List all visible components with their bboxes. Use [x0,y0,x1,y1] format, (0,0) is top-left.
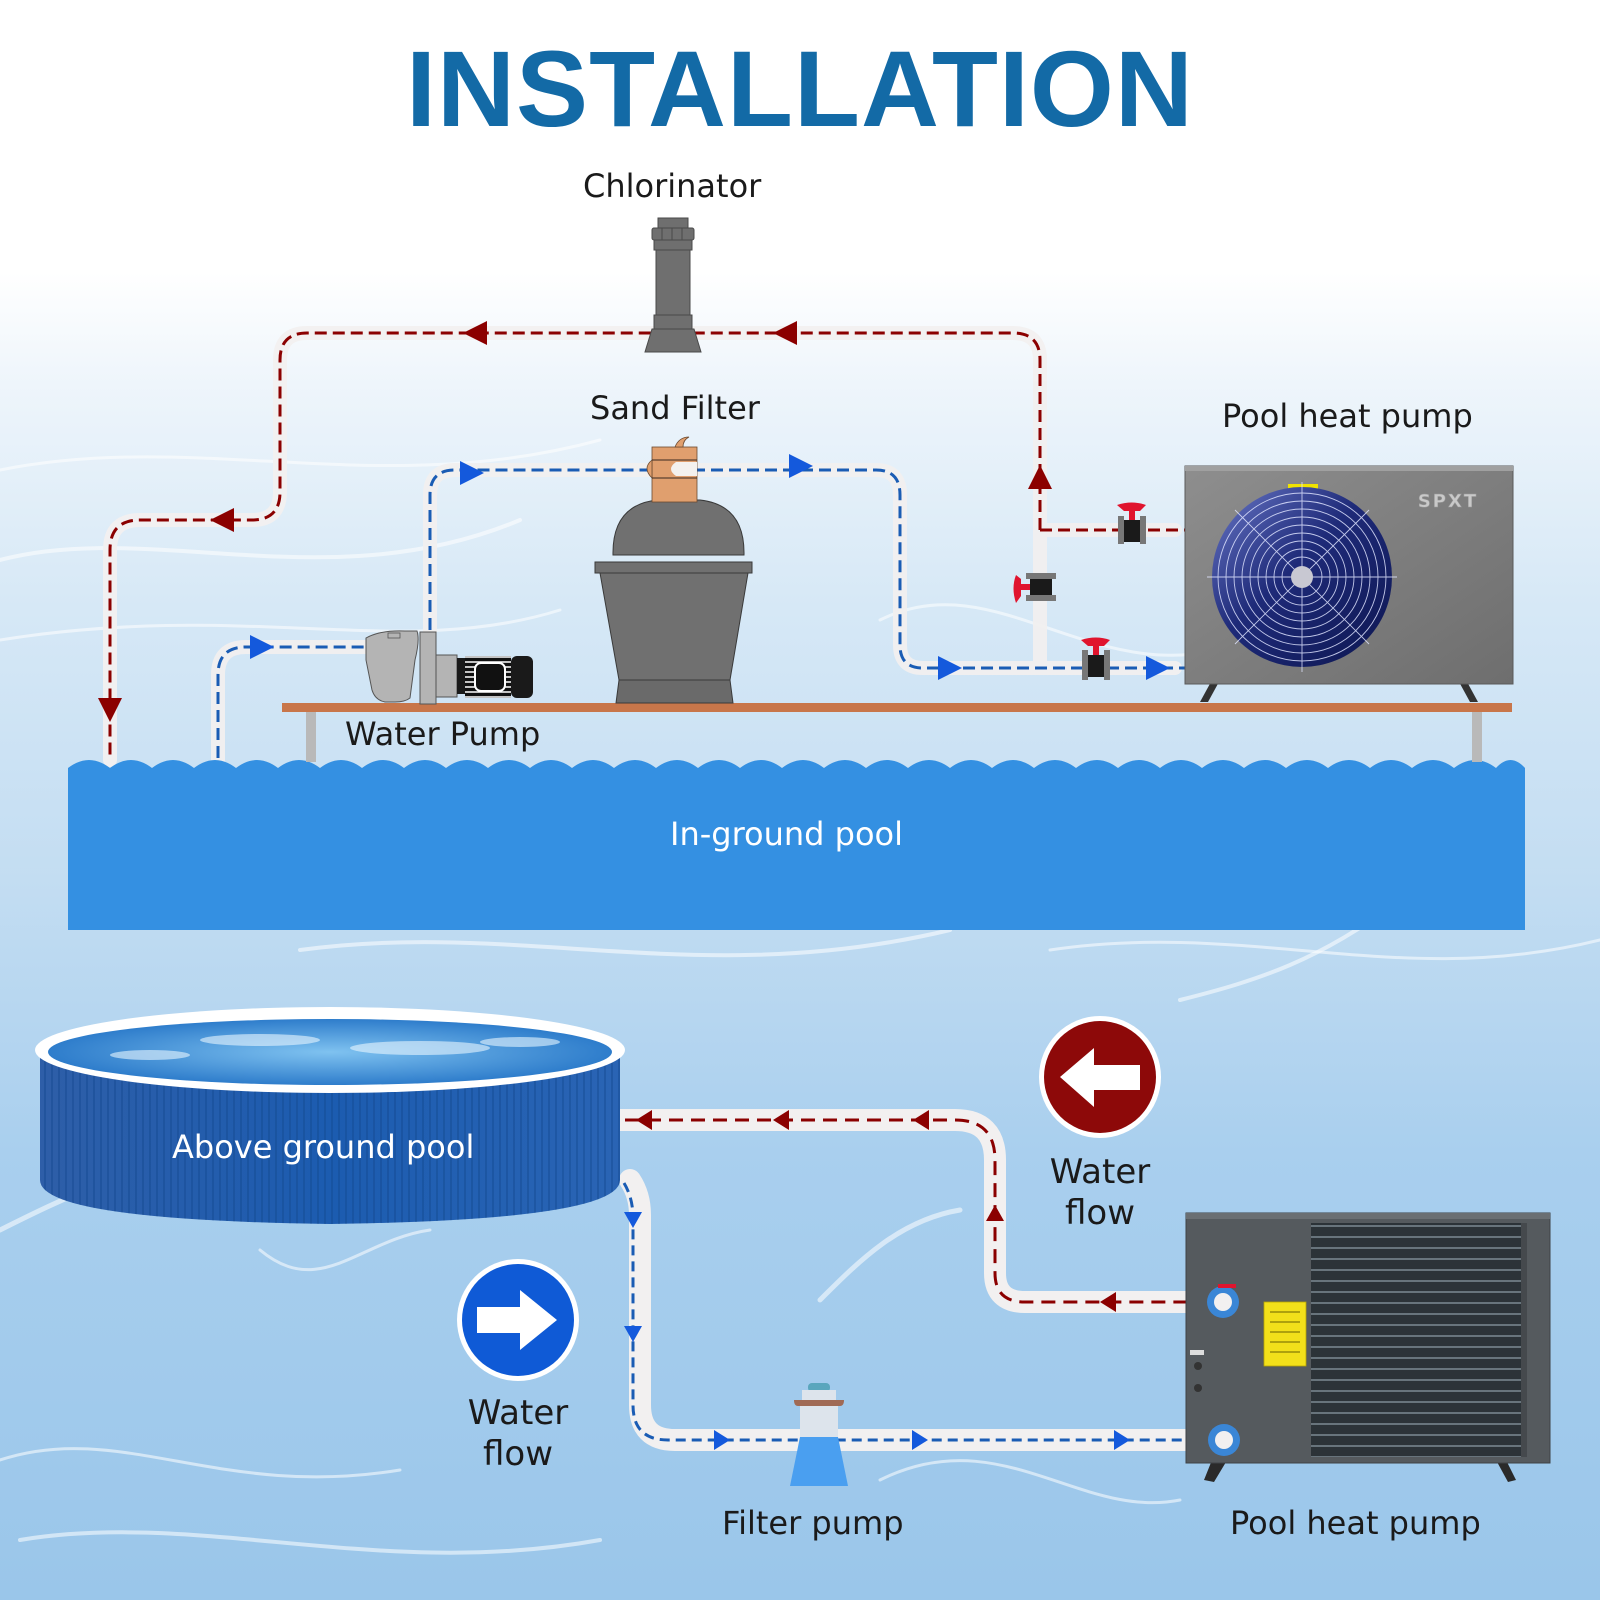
sand-filter-icon [594,436,753,704]
pool-heat-pump-label-top: Pool heat pump [1222,397,1473,435]
arrow-right-icon [912,1430,928,1450]
pool-heat-pump-top-icon: SPXT [1184,465,1514,702]
water-flow-right-line1: Water [467,1393,569,1433]
arrow-down-icon [624,1326,642,1342]
arrow-right-icon [789,454,813,478]
arrow-left-icon [1060,1048,1140,1107]
valve-icon [1081,637,1110,680]
return-flow-line-in-ground [108,331,1185,758]
arrow-down-icon [98,698,122,722]
supply-flow-line-in-ground [216,468,1185,758]
water-flow-left-label: Water flow [1050,1152,1151,1234]
arrow-left-icon [636,1110,652,1130]
pool-heat-pump-bottom-icon [1185,1212,1551,1482]
above-ground-pool-label: Above ground pool [172,1128,475,1166]
water-flow-left-line1: Water [1049,1152,1151,1192]
return-flow-arrows-above-ground [636,1110,1116,1312]
filter-pump-icon [790,1383,848,1486]
water-flow-right-line2: flow [482,1433,554,1474]
sand-filter-label: Sand Filter [590,389,760,427]
arrow-left-icon [1100,1292,1116,1312]
arrow-right-icon [714,1430,730,1450]
valve-icon [1013,573,1056,603]
brand-logo: SPXT [1418,491,1478,512]
equipment-platform [282,703,1512,762]
chlorinator-label: Chlorinator [583,167,762,205]
arrow-right-icon [460,461,484,485]
water-pump-icon [365,630,533,705]
arrow-left-icon [210,508,234,532]
supply-flow-arrows [250,454,1170,680]
arrow-left-icon [773,1110,789,1130]
in-ground-pool [68,760,1525,930]
filter-pump-label: Filter pump [722,1504,904,1542]
arrow-down-icon [624,1212,642,1228]
arrow-right-icon [938,656,962,680]
page-title: INSTALLATION [406,28,1194,149]
valve-icon [1117,502,1146,544]
arrow-up-icon [986,1205,1004,1221]
water-flow-left-line2: flow [1064,1192,1136,1233]
arrow-left-icon [463,321,487,345]
arrow-right-icon [477,1290,557,1350]
water-flow-right-label: Water flow [468,1393,569,1475]
water-flow-right-legend [457,1259,579,1381]
in-ground-pool-label: In-ground pool [670,815,904,853]
arrow-right-icon [1146,656,1170,680]
pool-heat-pump-label-bottom: Pool heat pump [1230,1504,1481,1542]
water-flow-left-legend [1039,1016,1161,1138]
arrow-up-icon [1028,465,1052,489]
return-flow-arrows [98,321,1052,722]
supply-flow-arrows-above-ground [624,1212,1130,1450]
above-ground-pool-icon [35,1007,625,1224]
arrow-right-icon [250,635,274,659]
arrow-right-icon [1114,1430,1130,1450]
arrow-left-icon [773,321,797,345]
chlorinator-icon [644,217,702,353]
water-pump-label: Water Pump [345,715,541,753]
arrow-left-icon [913,1110,929,1130]
